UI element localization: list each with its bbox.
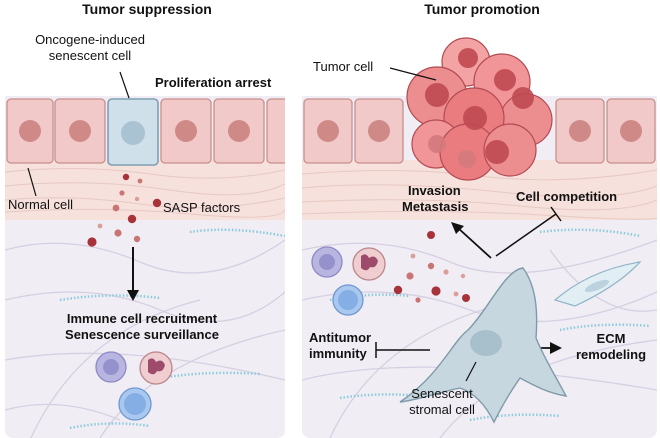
stromal-label-line1: Senescent [411,386,473,401]
lymphocyte-cell [118,387,152,421]
stroma-fibers [5,167,285,218]
normal-cell [160,98,212,164]
right-panel-title: Tumor promotion [424,1,540,17]
normal-cell [54,98,106,164]
normal-cell [555,98,605,164]
normal-cell-label: Normal cell [8,197,73,212]
ecm-fibers [5,239,285,438]
normal-cell [606,98,656,164]
tumor-cell-label: Tumor cell [313,59,373,74]
leader-line-senescent [119,71,130,99]
immune-cells [311,246,386,316]
macrophage-cell [311,246,343,278]
antitumor-label-line2: immunity [309,346,368,361]
cell-competition-label: Cell competition [516,189,617,204]
normal-cell [303,98,353,164]
epithelial-layer [6,98,285,166]
epithelial-layer [303,98,656,164]
ecm-label-line1: ECM [597,331,626,346]
tumor-cell-cluster [406,37,553,181]
sasp-factor-dots [87,173,162,247]
oncogene-label-line2: senescent cell [49,48,131,63]
senescence-surveillance-label: Senescence surveillance [65,327,219,342]
tumor-promotion-panel [302,37,657,438]
tumor-suppression-panel [5,71,285,438]
normal-cell [213,98,265,164]
stromal-label-line2: stromal cell [409,402,475,417]
immune-cells [95,351,173,421]
neutrophil-cell [352,247,386,281]
invasion-arrow [451,222,492,259]
left-panel-title: Tumor suppression [82,1,212,17]
lymphocyte-cell [332,284,364,316]
leader-line-normal [27,167,37,197]
metastasis-label: Metastasis [402,199,468,214]
oncogene-label-line1: Oncogene-induced [35,32,145,47]
normal-cell [266,98,285,164]
sasp-factors-label: SASP factors [163,200,241,215]
ecm-label-line2: remodeling [576,347,646,362]
cell-competition-inhibition [495,206,562,257]
antitumor-label-line1: Antitumor [309,330,371,345]
leader-line-stromal [465,361,477,382]
recruitment-arrow [127,247,139,301]
macrophage-cell [95,351,127,383]
immune-recruitment-label: Immune cell recruitment [67,311,218,326]
senescent-stromal-cell [399,267,568,424]
antitumor-inhibition [375,342,430,358]
fibroblast-cell [553,261,642,307]
invasion-label: Invasion [408,183,461,198]
normal-cell [354,98,404,164]
leader-line-tumor [389,67,437,81]
sasp-factor-dots [393,231,470,303]
senescent-cell [107,98,159,166]
neutrophil-cell [139,351,173,385]
normal-cell [6,98,54,164]
proliferation-arrest-label: Proliferation arrest [155,75,272,90]
